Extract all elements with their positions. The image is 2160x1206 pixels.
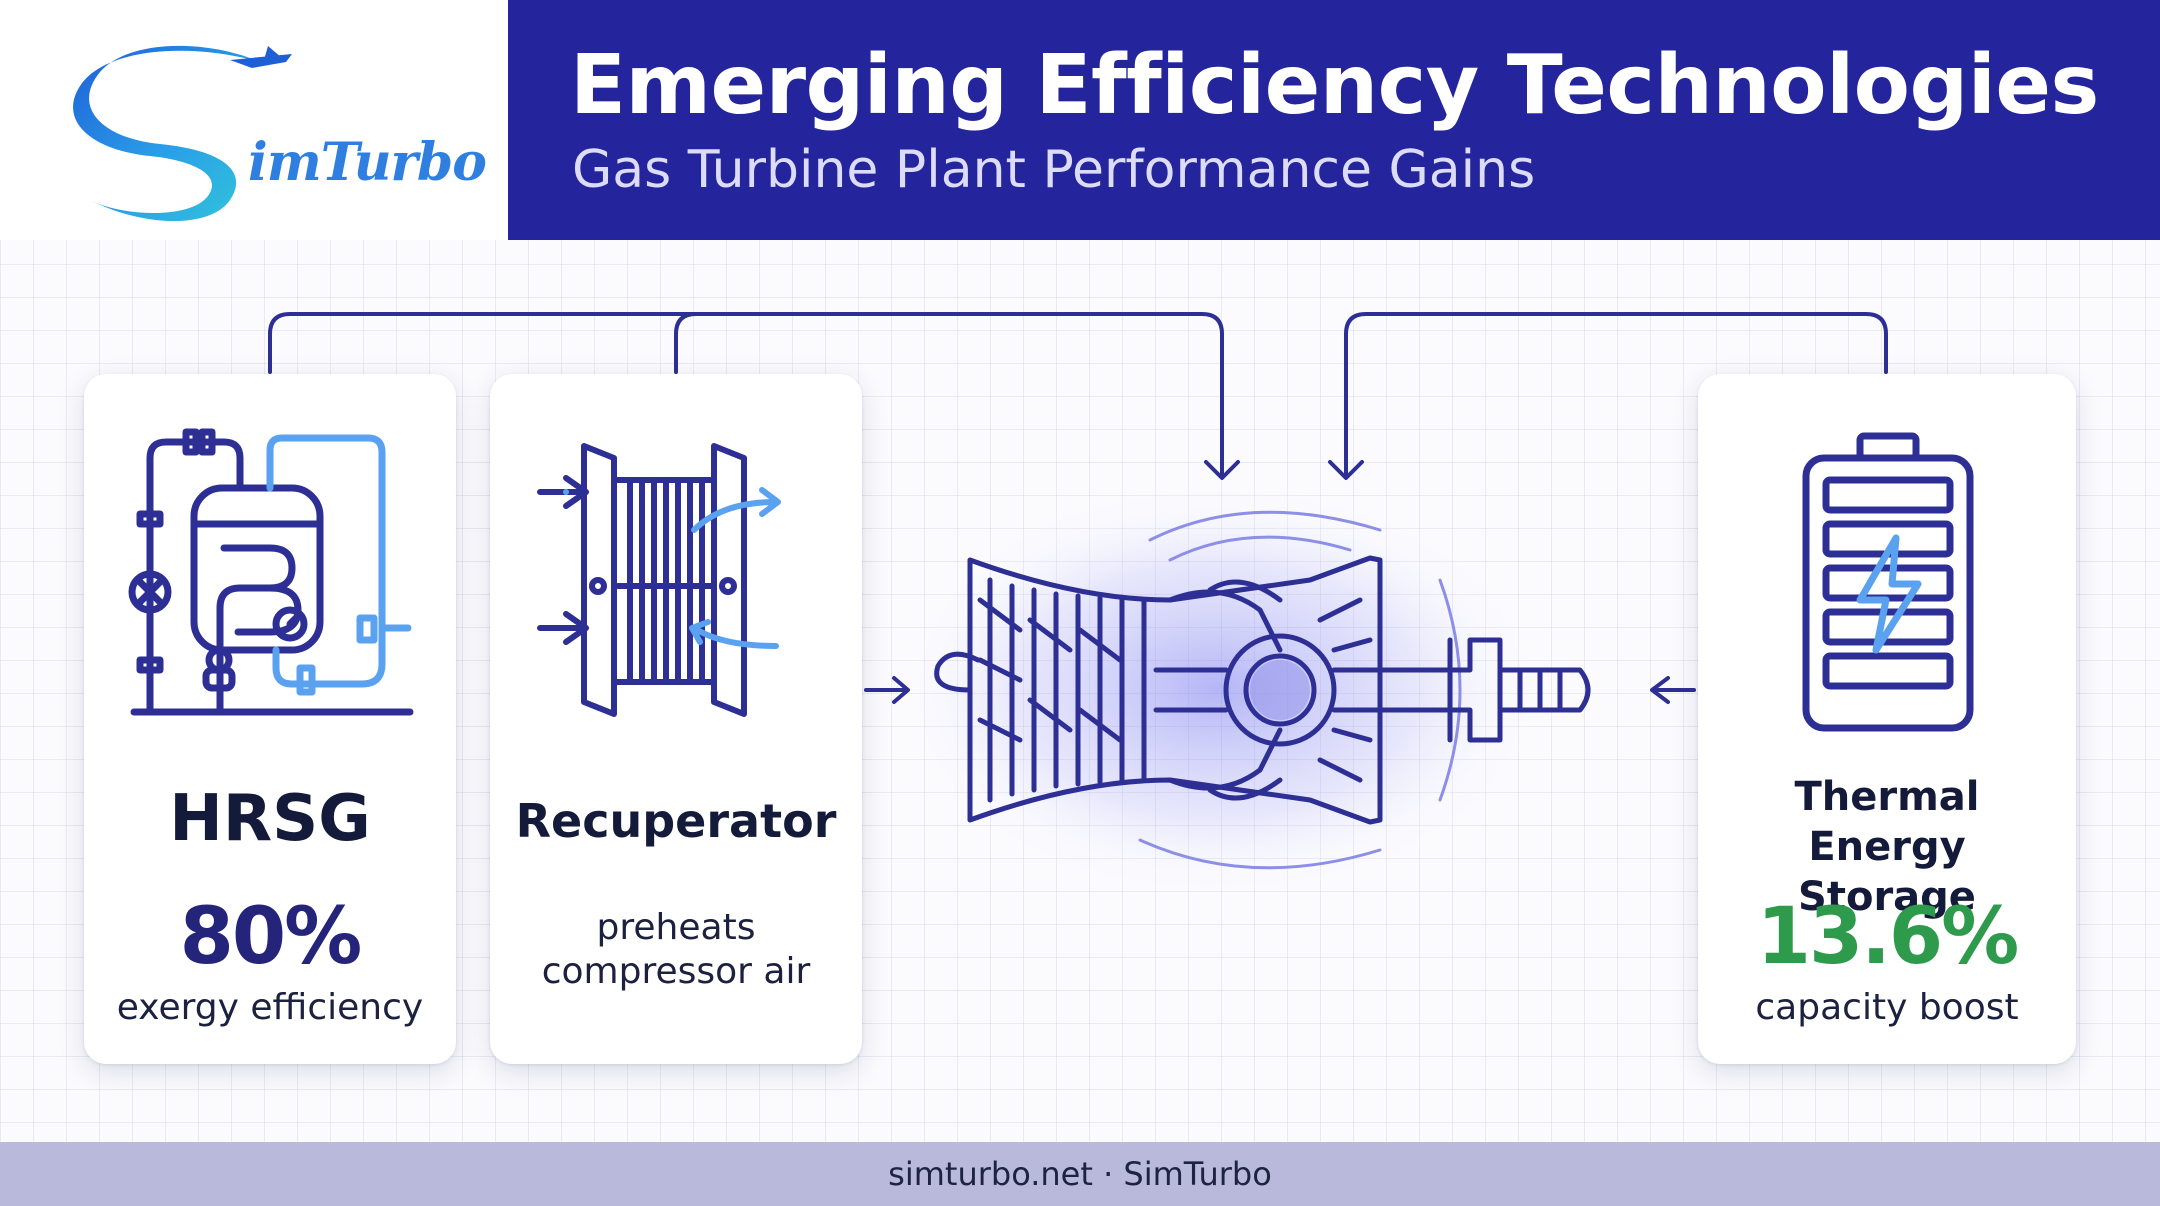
gas-turbine-icon (920, 480, 1591, 900)
footer-text: simturbo.net · SimTurbo (888, 1155, 1272, 1193)
card-description: preheats compressor air (541, 907, 811, 992)
page-title: Emerging Efficiency Technologies (570, 38, 2099, 133)
card-title: Recuperator (515, 794, 837, 848)
card-description: exergy efficiency (116, 987, 424, 1028)
swoosh-s-airplane-icon (73, 45, 292, 222)
heat-exchanger-icon (537, 443, 781, 717)
header-band: Emerging Efficiency Technologies Gas Tur… (508, 0, 2160, 240)
card-stat: 80% (179, 892, 363, 982)
battery-lightning-icon (1802, 432, 1974, 732)
card-title: HRSG (169, 782, 371, 856)
card-description: capacity boost (1755, 987, 2019, 1028)
boiler-piping-icon (128, 428, 414, 716)
card-thermal-energy-storage: Thermal Energy Storage 13.6% capacity bo… (1698, 374, 2076, 1064)
card-title: Thermal Energy Storage (1794, 774, 1980, 920)
logo-area: imTurbo (0, 0, 508, 240)
footer-bar: simturbo.net · SimTurbo (0, 1142, 2160, 1206)
turbine-illustration (920, 470, 1640, 900)
card-hrsg: HRSG 80% exergy efficiency (84, 374, 456, 1064)
page-subtitle: Gas Turbine Plant Performance Gains (572, 140, 1536, 200)
card-recuperator: Recuperator preheats compressor air (490, 374, 862, 1064)
logo-text: imTurbo (248, 132, 487, 193)
card-stat: 13.6% (1756, 892, 2020, 982)
